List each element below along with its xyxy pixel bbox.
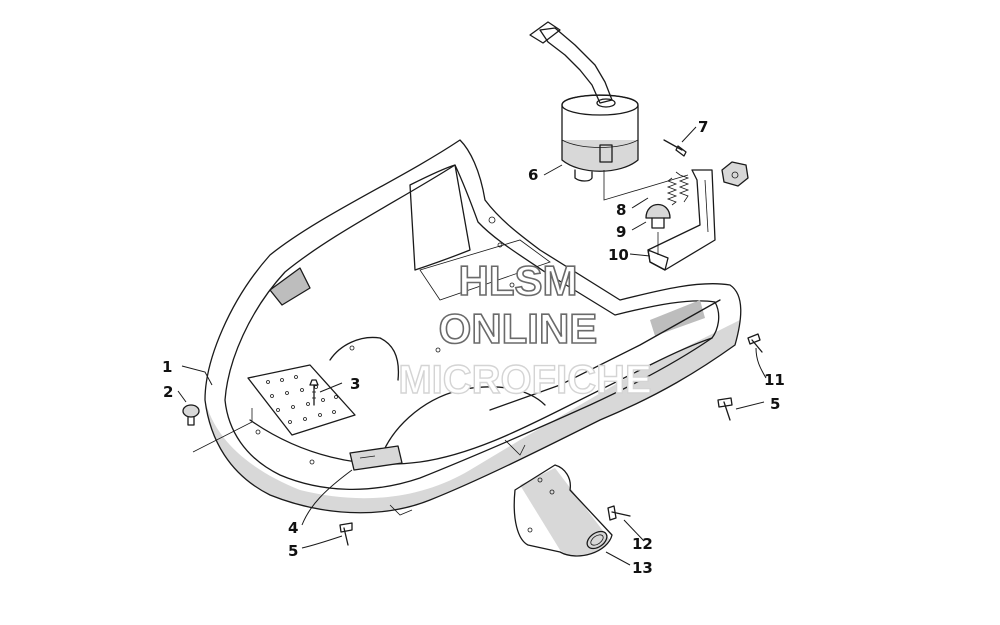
watermark-line-1: HLSM bbox=[459, 257, 578, 304]
screw-3 bbox=[309, 379, 319, 406]
callout-8: 8 bbox=[616, 201, 626, 219]
callout-10: 10 bbox=[608, 246, 629, 264]
spring bbox=[666, 171, 690, 206]
screw-11 bbox=[747, 333, 763, 353]
screw-5-lower bbox=[339, 522, 353, 546]
screw-5-right bbox=[717, 397, 733, 421]
floor-plate bbox=[247, 364, 356, 465]
callout-3: 3 bbox=[350, 375, 360, 393]
callout-4: 4 bbox=[288, 519, 298, 537]
callout-5-lower: 5 bbox=[288, 542, 298, 560]
callout-5-right: 5 bbox=[770, 395, 780, 413]
callout-7: 7 bbox=[698, 118, 708, 136]
exhaust-duct bbox=[513, 464, 613, 557]
callout-9: 9 bbox=[616, 223, 626, 241]
callout-11: 11 bbox=[764, 371, 785, 389]
belly-pan bbox=[204, 139, 742, 516]
watermark: HLSM ONLINE MICROFICHE bbox=[398, 256, 653, 403]
screw-12 bbox=[607, 505, 631, 521]
callout-6: 6 bbox=[528, 166, 538, 184]
muffler-bracket bbox=[647, 161, 749, 271]
callout-labels: 1 2 3 4 5 5 6 7 8 9 10 11 12 13 bbox=[162, 118, 785, 577]
callout-12: 12 bbox=[632, 535, 653, 553]
bolt-7 bbox=[663, 139, 687, 157]
muffler bbox=[529, 21, 639, 182]
watermark-line-2: ONLINE bbox=[439, 305, 598, 352]
push-rivet bbox=[182, 404, 200, 426]
callout-1: 1 bbox=[162, 358, 172, 376]
callout-13: 13 bbox=[632, 559, 653, 577]
watermark-line-3: MICROFICHE bbox=[398, 358, 651, 402]
leader-lines bbox=[177, 126, 767, 566]
callout-2: 2 bbox=[163, 383, 173, 401]
decal bbox=[349, 445, 403, 471]
grommet bbox=[645, 203, 671, 229]
